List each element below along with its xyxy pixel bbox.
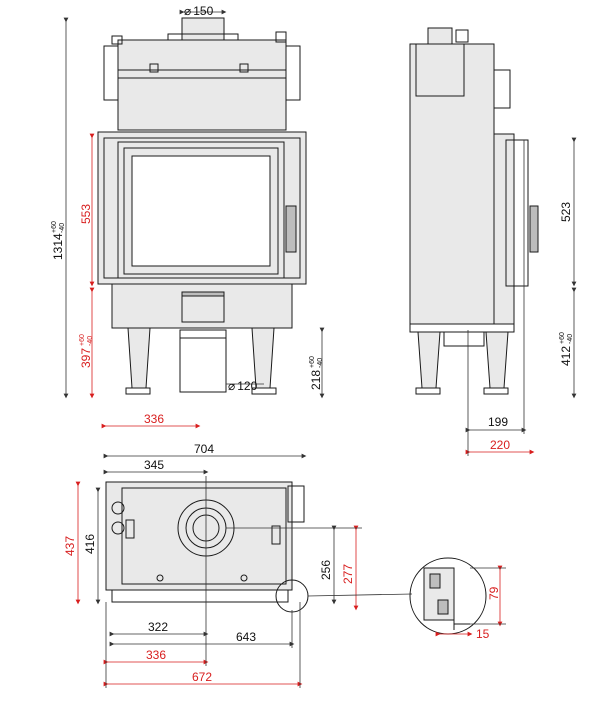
svg-text:-40: -40: [317, 358, 324, 368]
right-bracket: [285, 45, 301, 101]
dim-inlet-diameter: ⌀120: [228, 379, 258, 393]
side-flue: [427, 27, 453, 45]
dim-top-depth-437: 437: [63, 536, 77, 556]
dim-top-center-offset: 345: [144, 458, 164, 472]
svg-text:-40: -40: [59, 223, 66, 233]
top-view: [105, 481, 309, 613]
flue-pipe: [181, 17, 225, 41]
left-leg: [127, 327, 151, 389]
dim-detail-15: 15: [476, 627, 490, 641]
dim-glass-height: 553: [79, 204, 93, 224]
dim-total-height: 1314: [51, 233, 65, 260]
front-view: [97, 17, 307, 395]
svg-text:+60: +60: [559, 332, 566, 344]
dim-left-offset: 336: [144, 412, 164, 426]
glass-frame: [117, 141, 285, 279]
side-body: [409, 43, 495, 325]
svg-text:+60: +60: [51, 221, 58, 233]
dim-top-322: 322: [148, 620, 168, 634]
side-top-box: [415, 43, 465, 97]
dim-flue-diameter: ⌀150: [184, 4, 214, 18]
side-dimensions: 523 412 +60 -40 199 220: [465, 137, 577, 456]
svg-text:-40: -40: [567, 334, 574, 344]
side-handle: [529, 205, 539, 253]
upper-casing: [117, 39, 287, 131]
svg-text:+60: +60: [79, 334, 86, 346]
top-body: [105, 481, 293, 591]
dim-depth-outer: 220: [490, 438, 510, 452]
dim-base-height: 397: [79, 348, 93, 368]
dim-inlet-height: 218: [309, 370, 323, 390]
dim-bottom-height: 412: [559, 346, 573, 366]
dim-top-center-277: 277: [341, 564, 355, 584]
dim-door-height: 523: [559, 202, 573, 222]
side-view: [409, 27, 539, 395]
top-hole-2: [111, 521, 125, 535]
dim-top-depth-416: 416: [83, 534, 97, 554]
dim-top-336: 336: [146, 648, 166, 662]
side-door: [493, 133, 515, 325]
dim-detail-79: 79: [487, 586, 501, 600]
top-hole-1: [111, 501, 125, 515]
dim-top-643: 643: [236, 630, 256, 644]
detail-dimensions: 79 15: [435, 565, 506, 641]
svg-text:+60: +60: [309, 356, 316, 368]
side-leg-back: [485, 331, 509, 389]
door-handle: [285, 205, 297, 253]
detail-view: [307, 557, 487, 635]
side-leg-front: [417, 331, 441, 389]
dim-top-total-width: 704: [194, 442, 214, 456]
svg-text:-40: -40: [87, 336, 94, 346]
lower-casing: [111, 283, 293, 329]
left-bracket: [103, 45, 119, 101]
dim-depth-inner: 199: [488, 415, 508, 429]
glass-window: [131, 155, 271, 267]
dim-top-672: 672: [192, 670, 212, 684]
air-inlet-pipe: [179, 329, 227, 393]
dim-top-center-256: 256: [319, 560, 333, 580]
front-dimensions: ⌀150 1314 +60 -40 553 397 +60 -40 ⌀120 2…: [51, 4, 325, 429]
top-dimensions: 704 345 437 416 256 277 322 643 336 672: [63, 442, 362, 688]
